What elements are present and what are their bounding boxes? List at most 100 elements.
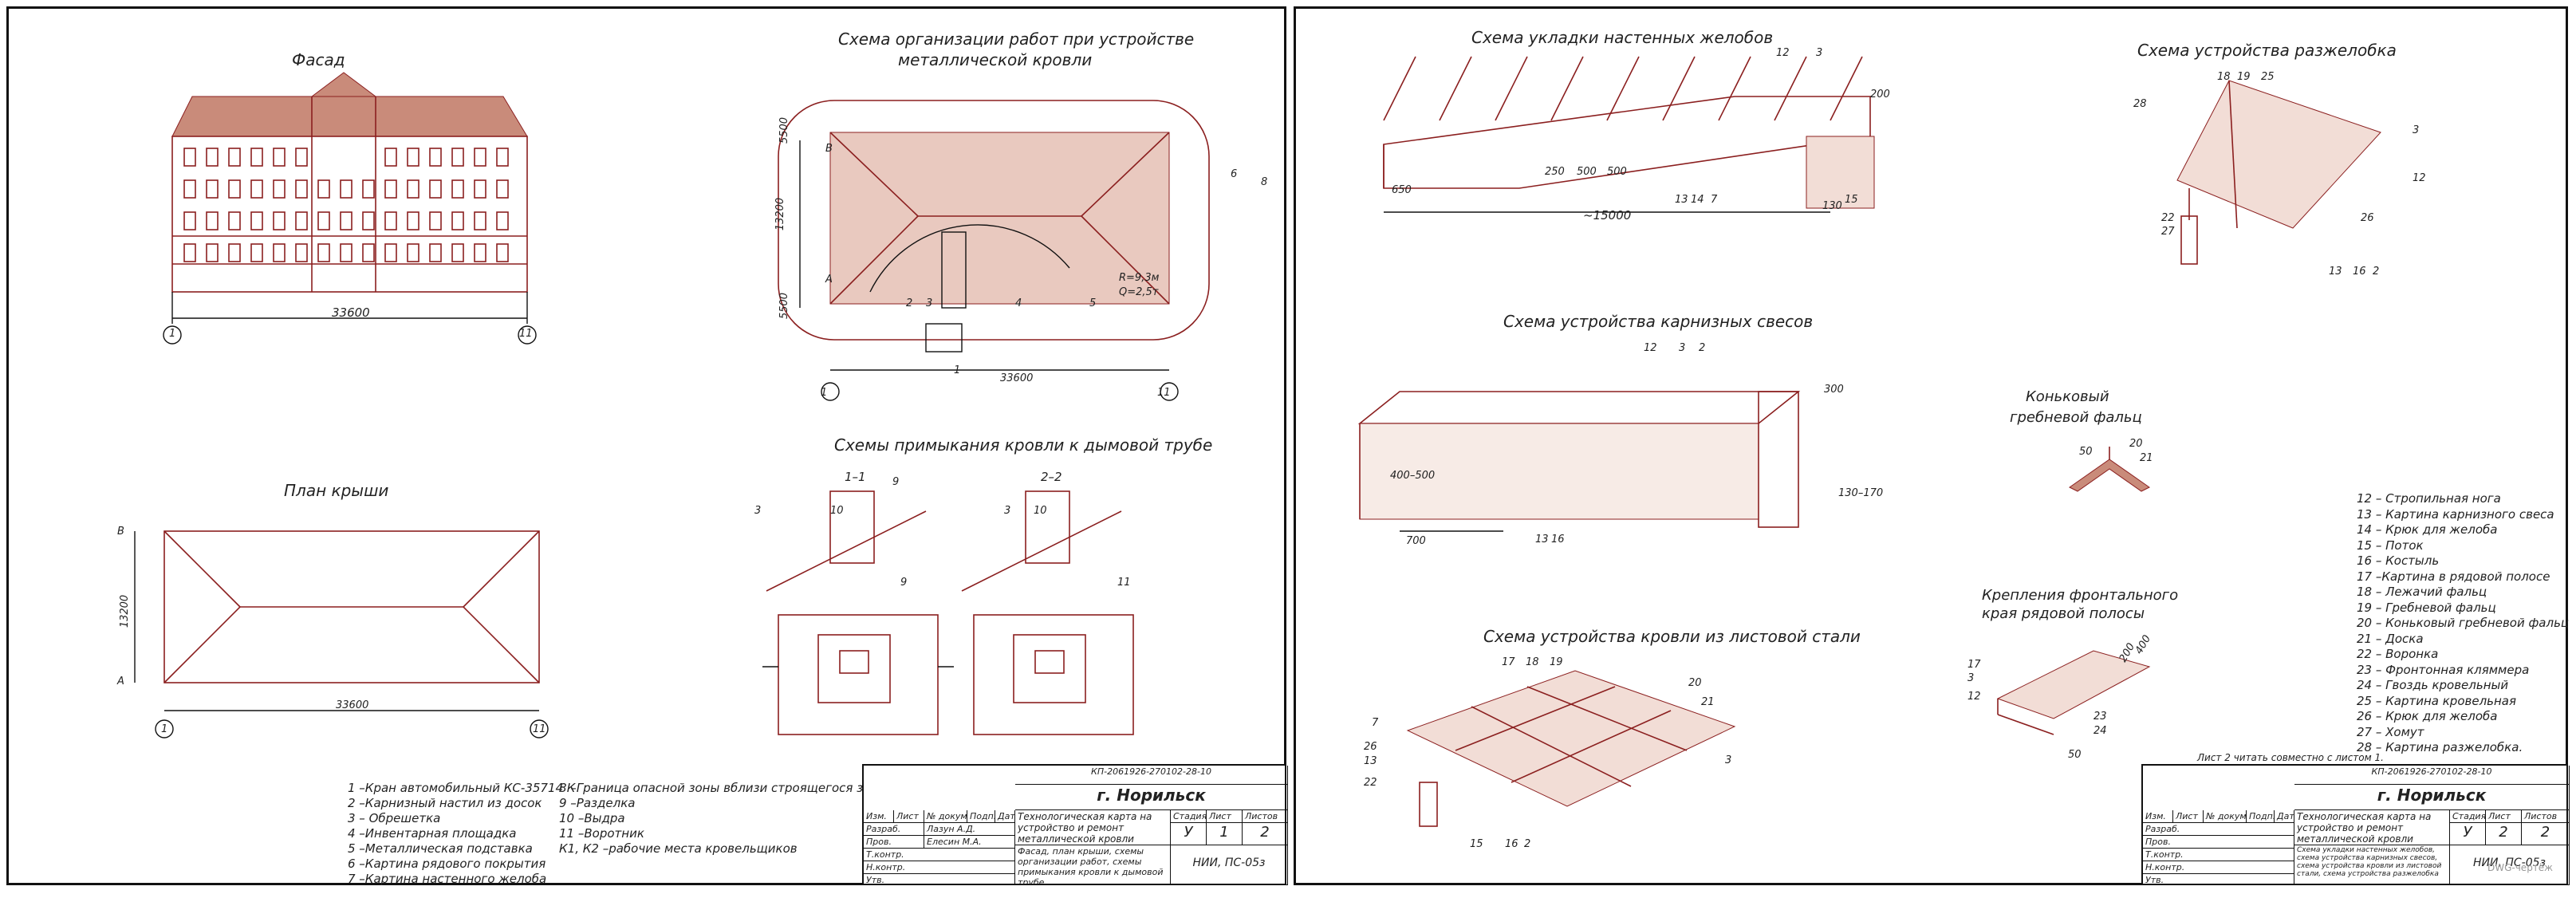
drawing-sheet-1: Фасад 33600 1 11 Схема организации работ… [6, 6, 1288, 886]
gutter-rafter [1662, 56, 1696, 121]
facade-window [340, 211, 353, 230]
legend-left-item: 5 –Металлическая подставка [348, 841, 533, 856]
facade-window [474, 179, 486, 199]
stamp-sheet-title: Фасад, план крыши, схемы организации раб… [1015, 845, 1171, 885]
chimney-drawing [762, 490, 1134, 735]
facade-window [206, 179, 219, 199]
chimney-callout-9a: 9 [892, 476, 900, 488]
facade-axis-1: 1 [169, 328, 176, 340]
facade-window [295, 148, 308, 167]
facade-window [228, 243, 241, 262]
facade-window [474, 211, 486, 230]
org-axis-a: A [825, 274, 833, 286]
stamp2-stadia-label: Стадия [2450, 810, 2486, 823]
legend-sheet2-item: 14 – Крюк для желоба [2357, 522, 2498, 537]
org-callout-1: 1 [954, 364, 961, 376]
stamp-work-title: Технологическая карта на устройство и ре… [1015, 810, 1171, 845]
valley-callout-26: 26 [2361, 212, 2374, 224]
legend-right-item: 11 –Воротник [559, 826, 644, 841]
gutter-rafter [1774, 56, 1807, 121]
facade-dimension: 33600 [332, 305, 370, 320]
facade-window [183, 179, 196, 199]
stamp-code: КП-2061926-270102-28-10 [1015, 766, 1288, 785]
steel-callout-13: 13 [1364, 755, 1377, 767]
legend-left-item: 1 –Кран автомобильный КС-35714 К [348, 781, 576, 795]
stamp-hdr-list: Лист [894, 810, 924, 823]
facade-window [206, 243, 219, 262]
facade-window [407, 243, 419, 262]
org-callout-2: 2 [906, 297, 913, 309]
sheet-note: Лист 2 читать совместно с листом 1. [2197, 752, 2384, 763]
stamp-city: г. Норильск [1015, 785, 1288, 810]
legend-left-item: 2 –Карнизный настил из досок [348, 796, 542, 810]
stamp2-tkontr: Т.контр. [2143, 849, 2294, 861]
chimney-callout-9b: 9 [900, 577, 908, 589]
legend-right-item: 9 –Разделка [559, 796, 636, 810]
eaves-callout-12: 12 [1644, 342, 1657, 354]
legend-right-item: 8 –Граница опасной зоны вблизи строящего… [559, 781, 902, 795]
facade-window [496, 148, 509, 167]
chimney-callout-11: 11 [1117, 577, 1131, 589]
legend-sheet2-item: 26 – Крюк для желоба [2357, 709, 2498, 723]
org-callout-3: 3 [926, 297, 933, 309]
legend-sheet2-item: 23 – Фронтонная кляммера [2357, 662, 2530, 677]
facade-window [474, 148, 486, 167]
steel-callout-22: 22 [1364, 777, 1377, 789]
steel-callout-19: 19 [1550, 656, 1563, 668]
stamp2-razrab: Разраб. [2143, 823, 2294, 836]
facade-window [317, 243, 330, 262]
valley-callout-12: 12 [2413, 172, 2426, 184]
steel-callout-15: 15 [1470, 838, 1483, 850]
legend-sheet2-item: 21 – Доска [2357, 631, 2424, 646]
facade-window [228, 179, 241, 199]
steel-callout-26: 26 [1364, 741, 1377, 753]
facade-window [407, 148, 419, 167]
gutter-callout-7: 7 [1711, 194, 1718, 206]
facade-window [451, 243, 464, 262]
stamp2-utv: Утв. [2143, 874, 2294, 885]
org-dimension-lower: 5500 [778, 292, 791, 320]
facade-window [250, 179, 263, 199]
stamp-stadia-label: Стадия [1171, 810, 1207, 823]
legend-sheet2-item: 27 – Хомут [2357, 724, 2424, 739]
gutter-callout-12: 12 [1776, 47, 1790, 59]
org-scheme-title-line1: Схема организации работ при устройстве [838, 30, 1195, 49]
valley-callout-27: 27 [2161, 226, 2175, 238]
stamp-stadia: У [1171, 823, 1207, 845]
roofplan-axis-1: 1 [161, 723, 168, 735]
valley-scheme-title: Схема устройства разжелобка [2137, 41, 2397, 60]
chimney-callout-3b: 3 [1004, 505, 1011, 517]
valley-callout-18: 18 [2217, 71, 2231, 83]
org-dimension-upper: 5500 [778, 116, 791, 144]
stamp-tkontr: Т.контр. [864, 849, 1015, 861]
stamp-hdr-izm: Изм. [864, 810, 894, 823]
eaves-dim-130-170: 130–170 [1838, 487, 1884, 499]
valley-callout-28: 28 [2133, 98, 2147, 110]
stamp2-hdr-podp: Подп. [2247, 810, 2275, 823]
facade-axes [163, 325, 537, 345]
chimney-callout-10a: 10 [830, 505, 844, 517]
stamp2-stadia: У [2450, 823, 2486, 845]
stamp-razrab: Разраб. [864, 823, 924, 836]
facade-window [451, 179, 464, 199]
facade-window [273, 211, 286, 230]
gable-callout-3: 3 [1967, 672, 1975, 684]
facade-window [295, 211, 308, 230]
stamp2-code: КП-2061926-270102-28-10 [2294, 766, 2570, 785]
facade-window [250, 211, 263, 230]
eaves-scheme-title: Схема устройства карнизных свесов [1503, 312, 1814, 331]
facade-window [295, 243, 308, 262]
gutter-dim-130: 130 [1822, 200, 1842, 212]
stamp2-list: 2 [2486, 823, 2522, 845]
facade-window [250, 243, 263, 262]
gutter-rafter [1606, 56, 1640, 121]
facade-window [384, 179, 397, 199]
ridge-callout-21: 21 [2140, 452, 2153, 464]
roofplan-dimension-horizontal: 33600 [336, 699, 369, 711]
legend-sheet2-item: 25 – Картина кровельная [2357, 693, 2517, 708]
valley-callout-25: 25 [2261, 71, 2275, 83]
gutter-rafter [1439, 56, 1472, 121]
ridge-drawing [2069, 447, 2150, 492]
stamp2-nkontr: Н.контр. [2143, 861, 2294, 874]
ridge-callout-20: 20 [2129, 438, 2143, 450]
